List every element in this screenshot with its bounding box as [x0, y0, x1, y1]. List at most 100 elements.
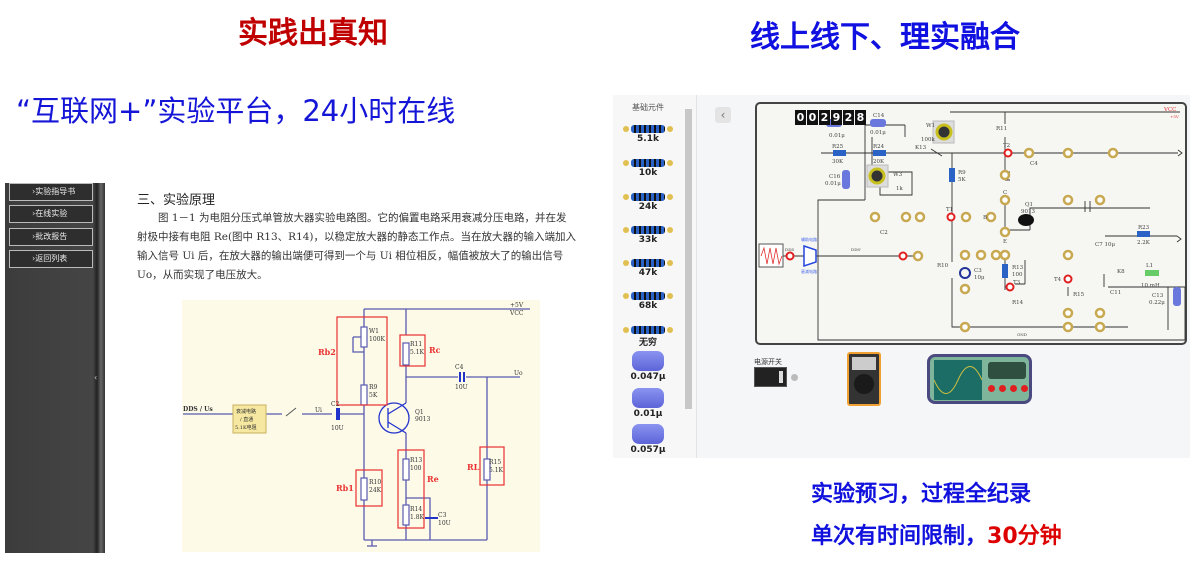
circuit-label: 衰减电路	[801, 268, 817, 274]
circuit-label: R13	[1012, 265, 1024, 271]
circuit-label: / 直通	[240, 416, 253, 423]
resistor-icon	[623, 159, 673, 167]
circuit-label: VCC	[509, 310, 524, 317]
circuit-label: Rb2	[318, 347, 336, 357]
caption-time-limit-text: 单次有时间限制，	[811, 524, 988, 549]
resistor-icon	[623, 292, 673, 300]
circuit-label: B	[983, 215, 987, 221]
circuit-label: R24	[873, 144, 885, 150]
resistor-icon	[623, 193, 673, 201]
resistor-icon	[623, 326, 673, 334]
resistor-icon	[623, 259, 673, 267]
capacitor-icon	[632, 388, 664, 408]
circuit-label: R10	[937, 263, 949, 269]
power-indicator-icon	[791, 374, 798, 381]
doc-heading: 三、实验原理	[137, 193, 216, 208]
sidebar-item-online-experiment[interactable]: ›在线实验	[9, 205, 93, 223]
timer-digit: 2	[843, 110, 854, 125]
circuit-label: R14	[410, 506, 422, 513]
circuit-label: 24K	[369, 487, 382, 494]
circuit-label: C3	[974, 268, 982, 274]
circuit-label: Q1	[1025, 202, 1033, 208]
circuit-label: 10U	[455, 384, 468, 391]
component-resistor-68k[interactable]: 68k	[613, 292, 683, 311]
circuit-label: 辅助电路	[801, 236, 817, 242]
circuit-board	[755, 102, 1187, 345]
circuit-label: 衰减电路	[236, 408, 256, 415]
circuit-label: DDS / Us	[183, 406, 213, 413]
timer-digit: 9	[831, 110, 842, 125]
resistor-icon	[623, 226, 673, 234]
circuit-label: 100	[1012, 272, 1023, 278]
component-resistor-infinite[interactable]: 无穷	[613, 326, 683, 348]
circuit-label: Rc	[429, 345, 441, 355]
circuit-label: 9013	[415, 416, 430, 423]
circuit-label: +5V	[510, 302, 524, 309]
circuit-label: Uo	[514, 370, 523, 377]
circuit-label: 5.1K电阻	[235, 424, 257, 431]
circuit-label: 5.1K	[489, 467, 504, 474]
circuit-label: 0.01μ	[825, 181, 841, 187]
left-title: 实践出真知	[238, 16, 388, 51]
caption-preview-record: 实验预习，过程全纪录	[811, 482, 1032, 507]
circuit-label: T1	[946, 207, 953, 213]
multimeter-icon[interactable]	[847, 352, 881, 406]
circuit-label: 30K	[832, 159, 844, 165]
circuit-label: T4	[1054, 277, 1062, 283]
capacitor-icon	[632, 351, 664, 371]
circuit-label: 10U	[438, 520, 451, 527]
circuit-label: +5V	[1170, 114, 1179, 119]
circuit-label: 0.22μ	[1149, 300, 1165, 306]
circuit-label: 0.01μ	[829, 133, 845, 139]
circuit-label: R15	[1073, 292, 1085, 298]
sidebar-item-back-to-list[interactable]: ›返回列表	[9, 250, 93, 268]
oscilloscope-icon[interactable]	[927, 354, 1032, 404]
circuit-label: 10μ	[974, 275, 985, 281]
circuit-label: K8	[1117, 269, 1125, 275]
power-switch[interactable]	[754, 367, 787, 387]
component-resistor-47k[interactable]: 47k	[613, 259, 683, 278]
right-title: 线上线下、理实融合	[750, 20, 1020, 55]
circuit-label: C4	[1030, 161, 1038, 167]
timer-digit: 2	[819, 110, 830, 125]
circuit-label: Ui	[315, 407, 322, 414]
circuit-label: T2	[1003, 143, 1010, 149]
circuit-label: 100	[410, 465, 422, 472]
component-resistor-24k[interactable]: 24k	[613, 193, 683, 212]
back-button[interactable]: ‹	[715, 107, 731, 123]
circuit-label: R15	[489, 459, 501, 466]
component-capacitor-0.047u[interactable]: 0.047μ	[613, 351, 683, 382]
component-resistor-33k[interactable]: 33k	[613, 226, 683, 245]
circuit-label: R11	[410, 341, 422, 348]
circuit-label: R9	[958, 170, 966, 176]
component-panel-scrollbar[interactable]	[685, 109, 692, 409]
component-resistor-10k[interactable]: 10k	[613, 159, 683, 178]
component-capacitor-0.01u[interactable]: 0.01μ	[613, 388, 683, 419]
sidebar-item-grade-report[interactable]: ›批改报告	[9, 228, 93, 246]
circuit-label: C2	[331, 401, 340, 408]
resistor-icon	[623, 125, 673, 133]
circuit-label: GND	[1017, 332, 1027, 337]
collapse-arrow-icon[interactable]: ‹	[94, 373, 98, 382]
circuit-label: R9	[369, 384, 378, 391]
component-capacitor-0.057u[interactable]: 0.057μ	[613, 424, 683, 455]
circuit-label: L1	[1146, 263, 1153, 269]
doc-paragraph: 图 1－1 为电阻分压式单管放大器实验电路图。它的偏置电路采用衰减分压电路，并在…	[137, 212, 577, 281]
caption-time-limit: 单次有时间限制，30分钟	[811, 518, 1062, 550]
circuit-label: K13	[915, 145, 927, 151]
circuit-label: VCC	[1163, 107, 1176, 113]
circuit-label: RL	[467, 462, 480, 472]
circuit-label: 5K	[958, 177, 966, 183]
circuit-label: T3	[1013, 280, 1021, 286]
sidebar-item-guide[interactable]: ›实验指导书	[9, 183, 93, 201]
circuit-label: C14	[873, 113, 885, 119]
circuit-label: C11	[1110, 290, 1121, 296]
circuit-label: 9013	[1021, 209, 1035, 215]
circuit-label: 10 mH	[1141, 283, 1160, 289]
component-resistor-5.1k[interactable]: 5.1k	[613, 125, 683, 144]
circuit-label: 0.01μ	[870, 130, 886, 136]
circuit-label: C3	[438, 512, 447, 519]
